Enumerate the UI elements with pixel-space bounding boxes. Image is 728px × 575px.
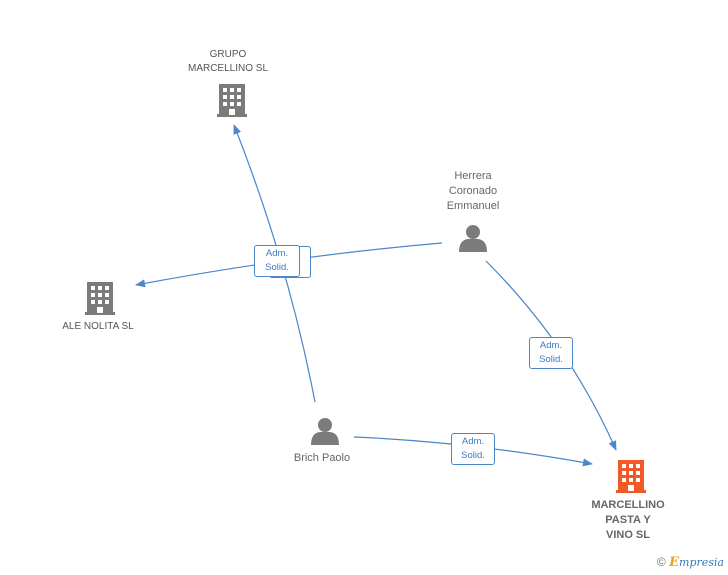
edge-label-line: Solid. bbox=[461, 450, 485, 461]
edge-label-line: Adm. bbox=[461, 436, 485, 447]
label-line: VINO SL bbox=[605, 529, 650, 541]
building-icon[interactable] bbox=[85, 282, 115, 315]
edge-label-line: Solid. bbox=[265, 262, 289, 273]
person-icon[interactable] bbox=[459, 225, 487, 252]
label-line: Herrera bbox=[454, 170, 492, 182]
label-line: Emmanuel bbox=[446, 200, 500, 212]
label-line: Brich Paolo bbox=[293, 452, 351, 464]
copyright-footer: © Empresia bbox=[657, 555, 724, 570]
node-label-brich-paolo[interactable]: Brich Paolo bbox=[272, 451, 372, 466]
copyright-icon: © bbox=[656, 555, 666, 569]
edge-label-line: Solid. bbox=[539, 354, 563, 365]
edge-label-adm-solid-center[interactable]: Adm. Solid. bbox=[254, 245, 300, 277]
empresia-logo: Empresia bbox=[669, 555, 724, 570]
label-line: PASTA Y bbox=[605, 514, 651, 526]
node-label-marcellino-pasta-y-vino[interactable]: MARCELLINO PASTA Y VINO SL bbox=[578, 498, 678, 543]
person-icon[interactable] bbox=[311, 418, 339, 445]
node-label-herrera[interactable]: Herrera Coronado Emmanuel bbox=[423, 169, 523, 214]
node-label-grupo-marcellino[interactable]: GRUPO MARCELLINO SL bbox=[168, 48, 288, 76]
label-line: ALE NOLITA SL bbox=[62, 321, 134, 332]
edge-label-line: Adm. bbox=[265, 248, 289, 259]
edge-label-line: Adm. bbox=[539, 340, 563, 351]
edge-label-adm-solid-right[interactable]: Adm. Solid. bbox=[529, 337, 573, 369]
label-line: MARCELLINO bbox=[591, 499, 665, 511]
edge-label-adm-solid-bottom[interactable]: Adm. Solid. bbox=[451, 433, 495, 465]
label-line: MARCELLINO SL bbox=[187, 63, 269, 74]
label-line: GRUPO bbox=[209, 49, 247, 60]
building-icon[interactable] bbox=[217, 84, 247, 117]
main-company-building-icon[interactable] bbox=[616, 460, 646, 493]
node-label-ale-nolita[interactable]: ALE NOLITA SL bbox=[40, 320, 156, 334]
label-line: Coronado bbox=[448, 185, 498, 197]
